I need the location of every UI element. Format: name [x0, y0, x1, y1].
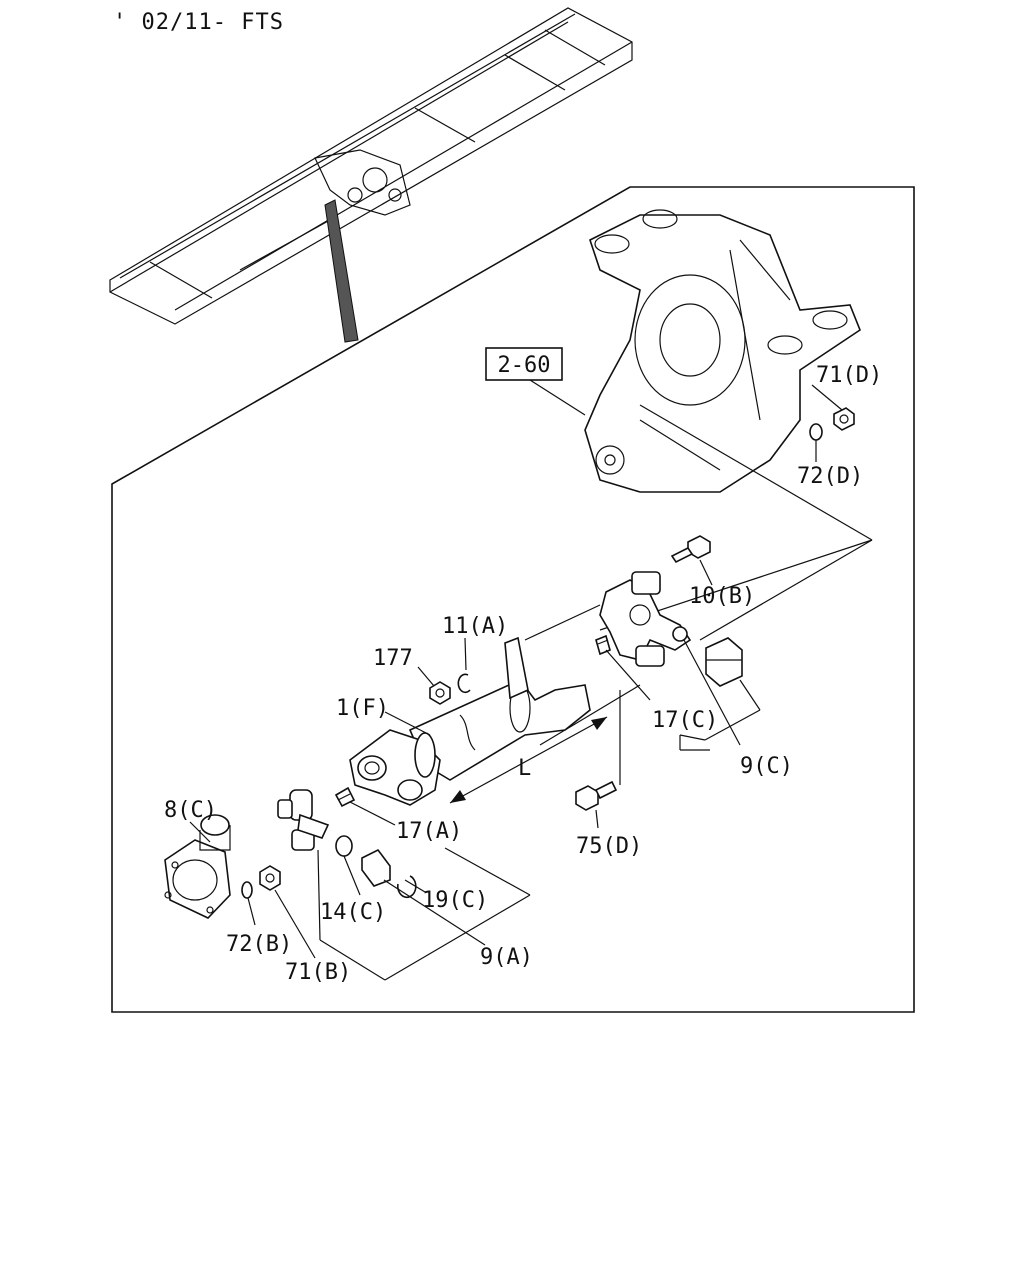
- reference-label: 2-60: [498, 353, 551, 378]
- reference-box: 2-60: [485, 347, 586, 416]
- universal-joint-lower: [277, 789, 330, 851]
- grease-fitting-17a: [334, 786, 356, 808]
- label-14c: 14(C): [320, 900, 386, 925]
- label-leaders: [189, 384, 843, 959]
- washer-72d: [809, 423, 823, 441]
- washer-72b: [241, 881, 253, 899]
- bearing-cup-9a: [361, 848, 391, 887]
- universal-joint-upper: [599, 571, 692, 667]
- label-71b: 71(B): [285, 960, 351, 985]
- label-177: 177: [373, 646, 413, 671]
- assembly-outline-lines: [317, 404, 873, 981]
- propeller-shaft-1f: [349, 636, 591, 806]
- nut-177: [429, 681, 451, 705]
- label-72b: 72(B): [226, 932, 292, 957]
- label-71d: 71(D): [816, 363, 882, 388]
- label-9a: 9(A): [480, 945, 533, 970]
- flange-yoke-8c: [164, 814, 231, 919]
- detail-frame: [111, 186, 915, 1013]
- snap-ring-11a: [457, 673, 471, 694]
- label-8c: 8(C): [164, 798, 217, 823]
- label-17c: 17(C): [652, 708, 718, 733]
- label-11a: 11(A): [442, 614, 508, 639]
- snap-ring-19c: [397, 875, 417, 899]
- label-75d: 75(D): [576, 834, 642, 859]
- label-l: L: [518, 756, 531, 781]
- label-17a: 17(A): [396, 819, 462, 844]
- nut-71d: [833, 407, 855, 431]
- nut-71b: [259, 865, 281, 891]
- seal-14c: [335, 835, 353, 857]
- bearing-cap-9c: [705, 637, 743, 687]
- label-19c: 19(C): [422, 888, 488, 913]
- part-labels: 71(D) 72(D) 10(B) 11(A) 177 1(F) 17(C) 9…: [164, 363, 882, 985]
- vehicle-frame-overview: [109, 7, 633, 343]
- bolt-75d: [575, 780, 618, 811]
- transmission-housing: [584, 209, 861, 493]
- length-dimension: [449, 716, 608, 804]
- label-10b: 10(B): [689, 584, 755, 609]
- diagram-header: ' 02/11- FTS: [113, 10, 284, 35]
- label-1f: 1(F): [336, 696, 389, 721]
- label-9c: 9(C): [740, 754, 793, 779]
- grease-fitting-17c: [595, 634, 611, 656]
- bolt-10b: [670, 535, 711, 564]
- label-72d: 72(D): [797, 464, 863, 489]
